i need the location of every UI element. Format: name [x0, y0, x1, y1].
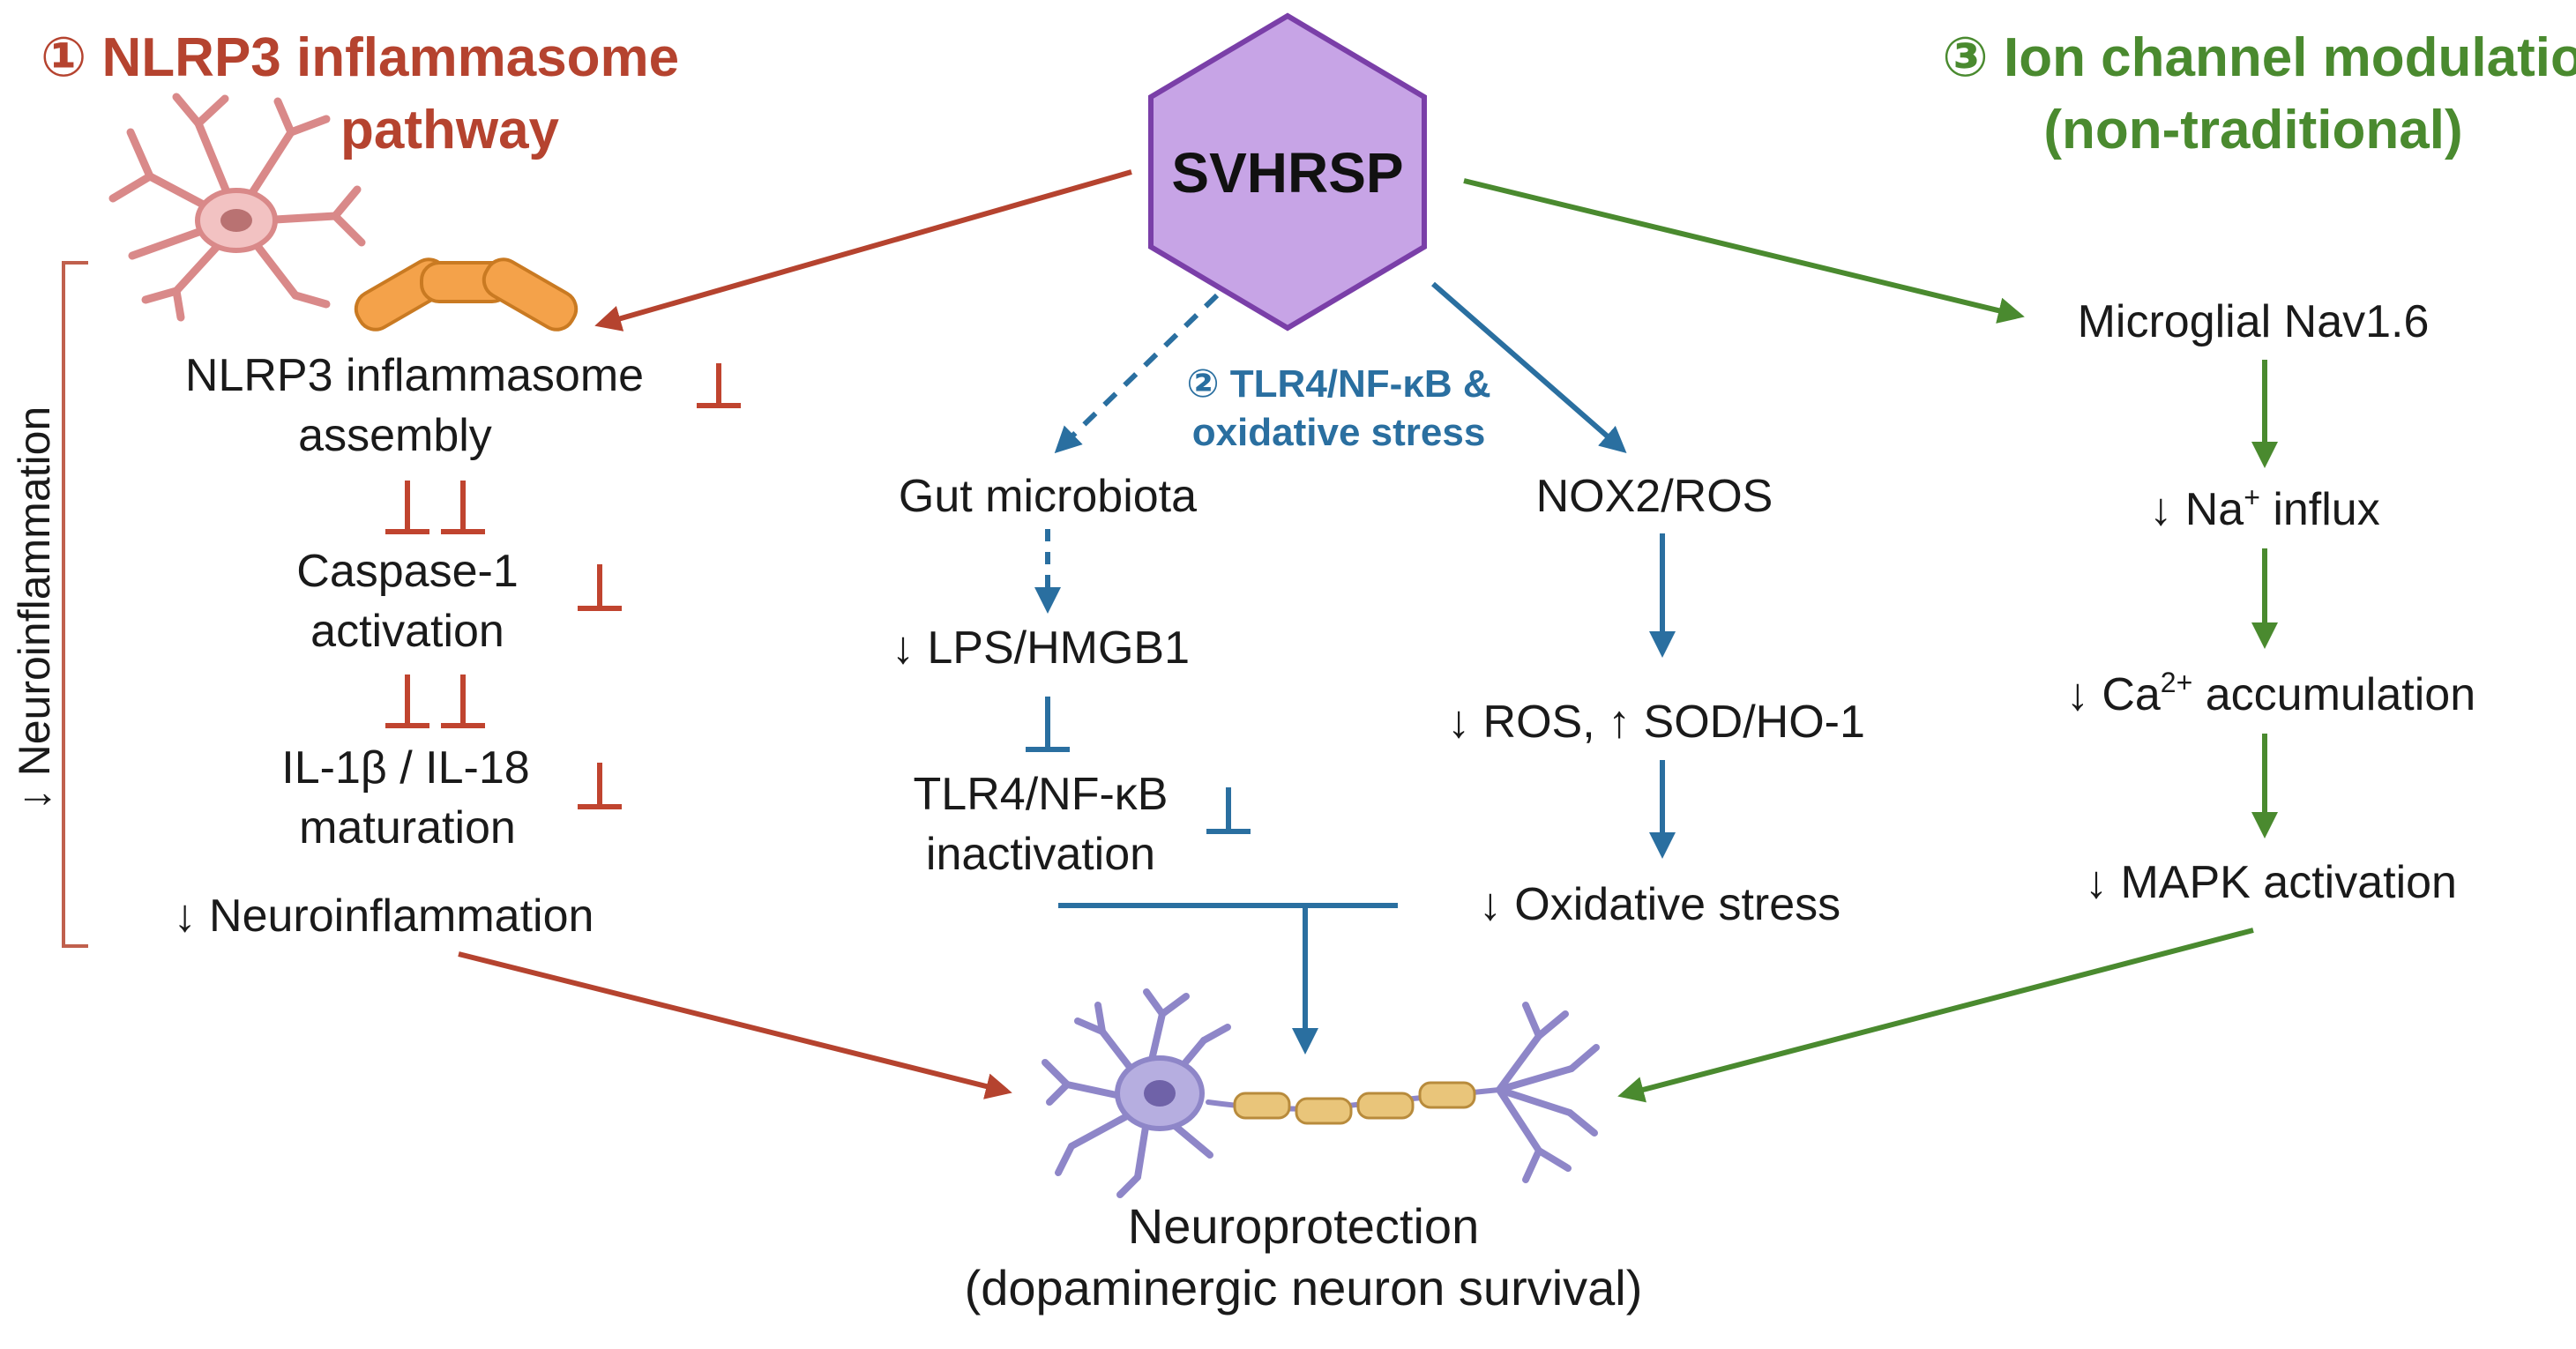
neuroprotection-line1: Neuroprotection	[1128, 1198, 1479, 1254]
pathway-1-title-line1: ① NLRP3 inflammasome	[41, 27, 679, 88]
nox2-label: NOX2/ROS	[1536, 471, 1773, 522]
oxidative-branch: NOX2/ROS ↓ ROS, ↑ SOD/HO-1 ↓ Oxidative s…	[1447, 471, 1865, 930]
ca-accumulation-label: ↓ Ca2+ accumulation	[2066, 667, 2475, 720]
nav16-label: Microglial Nav1.6	[2078, 296, 2430, 347]
caspase-line2: activation	[310, 606, 504, 657]
caspase-line1: Caspase-1	[296, 546, 518, 597]
inhibition-symbols-middle	[1026, 697, 1251, 834]
ros-label: ↓ ROS, ↑ SOD/HO-1	[1447, 697, 1865, 748]
arrow-svhrsp-to-nlrp3	[594, 169, 1132, 332]
assembly-line2: assembly	[298, 410, 492, 461]
ion-channel-steps: Microglial Nav1.6 ↓ Na+ influx ↓ Ca2+ ac…	[2066, 296, 2475, 908]
gut-branch: Gut microbiota ↓ LPS/HMGB1 TLR4/NF-κB in…	[892, 471, 1197, 880]
pathway-3-title: ③ Ion channel modulation (non-traditiona…	[1942, 27, 2576, 160]
hexagon-shape	[1148, 12, 1427, 332]
pathway-2-title-line1: ② TLR4/NF-κB &	[1186, 362, 1490, 406]
inhibition-symbols-left	[385, 363, 741, 809]
tlr4-line1: TLR4/NF-κB	[914, 769, 1169, 820]
il-line2: maturation	[299, 802, 516, 853]
arrow-svhrsp-to-nox2	[1431, 281, 1627, 453]
neuron-icon	[1042, 988, 1600, 1198]
pathway-1-title: ① NLRP3 inflammasome pathway	[41, 27, 679, 160]
nlrp3-pathway-steps: NLRP3 inflammasome assembly Caspase-1 ac…	[174, 350, 645, 942]
il-line1: IL-1β / IL-18	[281, 742, 529, 794]
gut-microbiota-label: Gut microbiota	[899, 471, 1197, 522]
bracket-label: ↓ Neuroinflammation	[10, 406, 59, 811]
na-influx-label: ↓ Na+ influx	[2149, 481, 2379, 535]
neuroinflammation-outcome: ↓ Neuroinflammation	[174, 891, 594, 942]
mapk-label: ↓ MAPK activation	[2085, 857, 2457, 908]
neuroprotection-outcome: Neuroprotection (dopaminergic neuron sur…	[965, 1198, 1643, 1315]
svhrsp-label: SVHRSP	[1171, 141, 1403, 205]
pathway-1-title-line2: pathway	[340, 100, 560, 160]
oxidative-stress-label: ↓ Oxidative stress	[1479, 879, 1841, 930]
arrows	[458, 169, 2278, 1103]
pathway-2-title: ② TLR4/NF-κB & oxidative stress	[1186, 362, 1490, 454]
microglia-icon	[108, 93, 366, 322]
assembly-line1: NLRP3 inflammasome	[185, 350, 644, 401]
inflammasome-icon	[354, 257, 579, 332]
neuroprotection-line2: (dopaminergic neuron survival)	[965, 1260, 1643, 1315]
arrow-svhrsp-to-gut	[1054, 293, 1220, 454]
svhrsp-node: SVHRSP	[1148, 12, 1427, 332]
pathway-3-title-line2: (non-traditional)	[2043, 100, 2462, 160]
arrow-neuroinflammation-to-neuron	[458, 951, 1012, 1099]
arrow-svhrsp-to-nav16	[1463, 178, 2025, 324]
pathway-3-title-line1: ③ Ion channel modulation	[1942, 27, 2576, 88]
lps-label: ↓ LPS/HMGB1	[892, 622, 1190, 674]
neuroinflammation-bracket: ↓ Neuroinflammation	[10, 261, 88, 948]
arrow-mapk-to-neuron	[1617, 928, 2254, 1103]
tlr4-line2: inactivation	[926, 829, 1155, 880]
pathway-2-title-line2: oxidative stress	[1192, 411, 1486, 454]
